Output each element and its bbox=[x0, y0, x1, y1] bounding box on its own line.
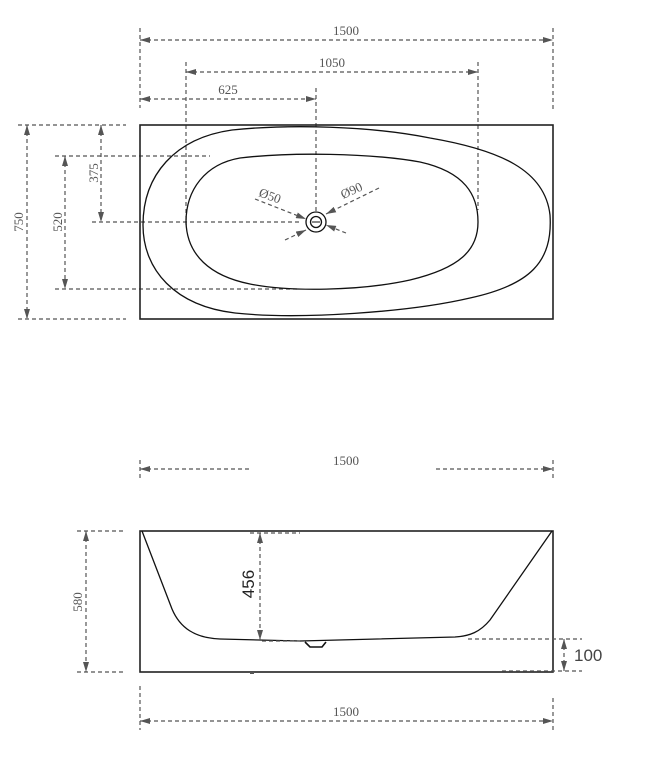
svg-text:375: 375 bbox=[86, 163, 101, 183]
svg-text:1500: 1500 bbox=[333, 23, 359, 38]
drain-outlet-icon bbox=[304, 641, 327, 648]
dimension-drain-diameter-inner: Ø50 bbox=[254, 185, 347, 234]
dimension-drain-diameter-outer: Ø90 bbox=[284, 179, 380, 241]
dimension-inner-width: 520 bbox=[50, 156, 68, 289]
dimension-side-top-length: 1500 bbox=[140, 453, 553, 472]
dimension-overall-height: 580 bbox=[70, 531, 89, 672]
dimension-base-height: 100 bbox=[561, 639, 602, 671]
tub-side-outline bbox=[139, 530, 554, 673]
svg-text:100: 100 bbox=[574, 646, 602, 665]
tub-outer-rim bbox=[142, 126, 551, 317]
svg-text:456: 456 bbox=[239, 570, 258, 598]
svg-text:1500: 1500 bbox=[333, 453, 359, 468]
drain-icon bbox=[305, 211, 327, 233]
dimension-overall-length: 1500 bbox=[140, 23, 553, 43]
dimension-overall-width: 750 bbox=[11, 125, 30, 319]
side-view: 1500 580 456 100 bbox=[70, 453, 602, 730]
svg-text:580: 580 bbox=[70, 592, 85, 612]
svg-text:625: 625 bbox=[218, 82, 238, 97]
dimension-drain-offset-y: 375 bbox=[86, 125, 104, 222]
tub-inner-basin bbox=[185, 153, 479, 290]
svg-text:Ø90: Ø90 bbox=[338, 179, 365, 202]
dimension-inner-depth: 456 bbox=[239, 533, 263, 640]
svg-text:Ø50: Ø50 bbox=[257, 185, 283, 207]
tub-side-profile bbox=[141, 530, 553, 642]
tub-top-outline bbox=[139, 124, 554, 320]
svg-text:750: 750 bbox=[11, 212, 26, 232]
svg-text:1050: 1050 bbox=[319, 55, 345, 70]
dimension-inner-length: 1050 bbox=[186, 55, 478, 75]
dimension-side-bottom-length: 1500 bbox=[140, 704, 553, 724]
svg-text:520: 520 bbox=[50, 212, 65, 232]
svg-text:1500: 1500 bbox=[333, 704, 359, 719]
dimension-drain-offset-x: 625 bbox=[140, 82, 316, 102]
top-view: 1500 1050 625 750 520 375 bbox=[11, 23, 554, 320]
